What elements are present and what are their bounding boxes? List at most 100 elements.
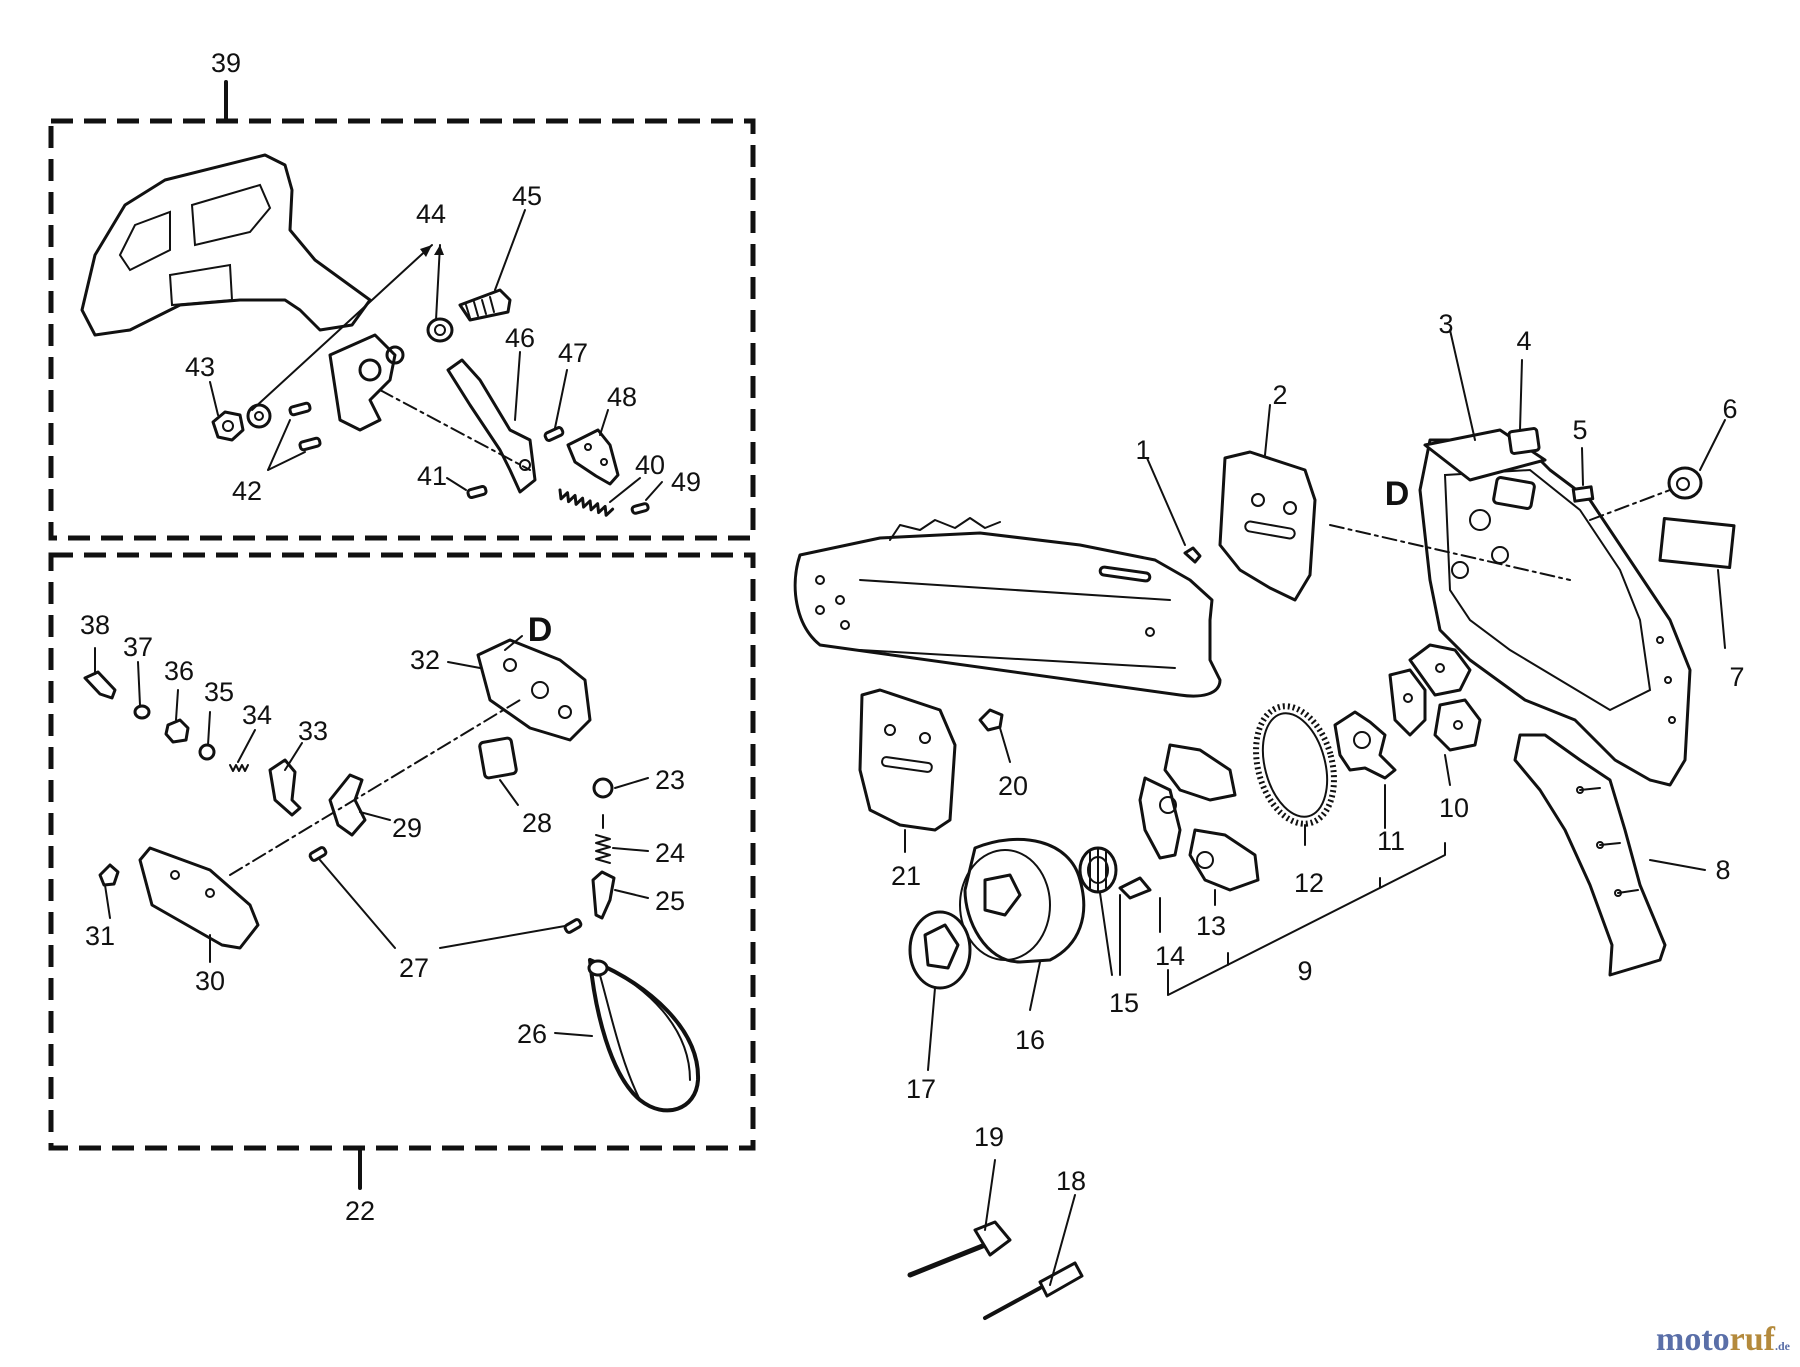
label-23: 23: [655, 765, 685, 795]
clutch-drum-16: [959, 837, 1086, 964]
box39-leaders: [209, 209, 663, 503]
label-37: 37: [123, 632, 153, 662]
label-1: 1: [1135, 435, 1150, 465]
label-26: 26: [517, 1019, 547, 1049]
brake-housing-32: [476, 638, 592, 742]
clutch-shoes-13: [1138, 743, 1260, 892]
screwdriver-18: [983, 1261, 1084, 1320]
spring-12: [1253, 703, 1337, 827]
label-7: 7: [1729, 662, 1744, 692]
label-10: 10: [1439, 793, 1469, 823]
bolt-45: [458, 288, 512, 322]
block-28: [478, 736, 518, 780]
guard-8: [1513, 733, 1667, 977]
label-13: 13: [1196, 911, 1226, 941]
label-21: 21: [891, 861, 921, 891]
decal-5: [1571, 485, 1595, 503]
label-43: 43: [185, 352, 215, 382]
label-25: 25: [655, 886, 685, 916]
label-2: 2: [1272, 380, 1287, 410]
bushing-44: [426, 317, 454, 343]
pin-27b: [563, 918, 583, 934]
assembly-box-22: [48, 552, 756, 1151]
label-36: 36: [164, 656, 194, 686]
screw-20: [978, 708, 1004, 732]
label-19: 19: [974, 1122, 1004, 1152]
watermark-part1: moto: [1656, 1321, 1730, 1358]
screw-31: [98, 863, 120, 887]
watermark-logo: motoruf.de: [1656, 1321, 1790, 1359]
brake-band-26: [587, 958, 701, 1113]
decal-7: [1658, 516, 1736, 570]
label-47: 47: [558, 338, 588, 368]
label-41: 41: [417, 461, 447, 491]
label-17: 17: [906, 1074, 936, 1104]
label-8: 8: [1715, 855, 1730, 885]
label-40: 40: [635, 450, 665, 480]
label-29: 29: [392, 813, 422, 843]
label-12: 12: [1294, 868, 1324, 898]
label-6: 6: [1722, 394, 1737, 424]
pins-42: [288, 401, 322, 452]
nut-6: [1667, 466, 1703, 500]
spring-40: [558, 488, 615, 517]
label-45: 45: [512, 181, 542, 211]
label-34: 34: [242, 700, 272, 730]
label-38: 38: [80, 610, 110, 640]
label-28: 28: [522, 808, 552, 838]
label-46: 46: [505, 323, 535, 353]
hand-guard: [80, 153, 372, 337]
watermark-suffix: .de: [1775, 1339, 1790, 1353]
label-11: 11: [1377, 826, 1405, 856]
box22-leaders: [94, 635, 649, 1037]
label-14: 14: [1155, 941, 1185, 971]
lever-33: [268, 758, 302, 817]
label-15: 15: [1109, 988, 1139, 1018]
cap-23: [592, 777, 614, 799]
pin-27a: [308, 846, 328, 862]
pin-47: [543, 426, 565, 442]
washer-35: [198, 743, 216, 761]
nut-36: [164, 718, 190, 744]
label-32: 32: [410, 645, 440, 675]
link-48: [566, 428, 620, 486]
pin-49: [630, 502, 650, 515]
washer-37: [133, 704, 151, 720]
label-35: 35: [204, 677, 234, 707]
label-24: 24: [655, 838, 685, 868]
brake-lever-46: [446, 358, 537, 494]
label-42: 42: [232, 476, 262, 506]
label-5: 5: [1572, 415, 1587, 445]
label-3: 3: [1438, 309, 1453, 339]
brake-bracket: [328, 333, 405, 432]
sprocket-17: [908, 910, 972, 990]
screw-38: [83, 670, 117, 700]
label-22: 22: [345, 1196, 375, 1226]
spring-24: [595, 834, 611, 864]
needle-bearing-15: [1078, 846, 1118, 894]
label-27: 27: [399, 953, 429, 983]
label-30: 30: [195, 966, 225, 996]
assembly-box-39: [48, 118, 756, 541]
label-31: 31: [85, 921, 115, 951]
label-18: 18: [1056, 1166, 1086, 1196]
label-48: 48: [607, 382, 637, 412]
label-D-left: D: [528, 611, 553, 649]
label-D-right: D: [1385, 475, 1410, 513]
label-44: 44: [416, 199, 446, 229]
label-16: 16: [1015, 1025, 1045, 1055]
clip-25: [591, 870, 616, 920]
label-20: 20: [998, 771, 1028, 801]
spring-34: [229, 764, 249, 772]
label-39: 39: [211, 48, 241, 78]
watermark-part2: ruf: [1729, 1321, 1775, 1358]
plate-21: [858, 688, 957, 832]
combination-wrench-19: [907, 1220, 1012, 1278]
hub-11: [1333, 710, 1397, 780]
washers-10: [1388, 643, 1482, 752]
label-33: 33: [298, 716, 328, 746]
block-4: [1507, 427, 1541, 455]
label-4: 4: [1516, 326, 1531, 356]
